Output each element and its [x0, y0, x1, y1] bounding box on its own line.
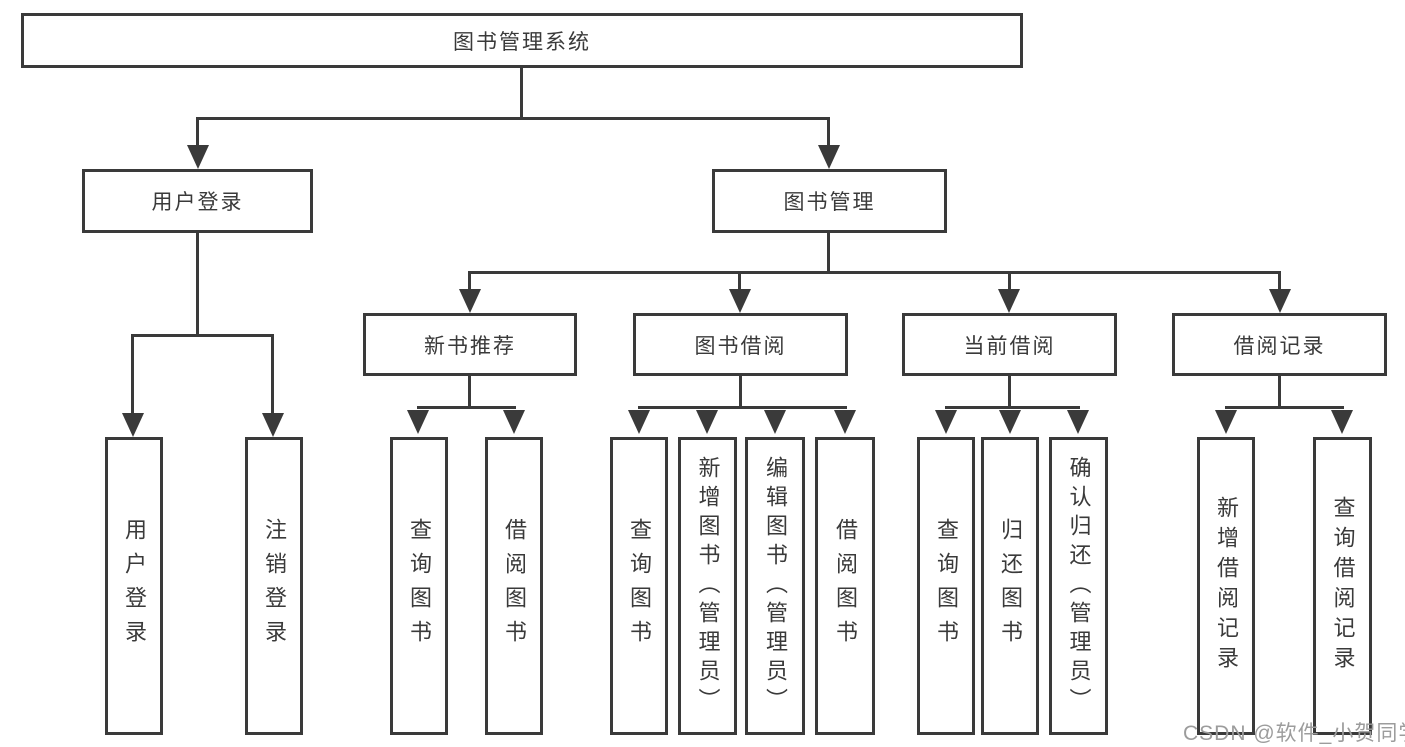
- arrowhead-down-icon: [935, 410, 957, 434]
- node-label: 图书管理系统: [453, 30, 591, 54]
- leaf-return-book: 归还图书: [981, 437, 1039, 735]
- arrowhead-down-icon: [1269, 289, 1291, 313]
- connector-drop-current-borrowing: [1008, 271, 1011, 292]
- arrowhead-down-icon: [122, 413, 144, 437]
- leaf-label: 查询图书: [627, 518, 652, 654]
- node-label: 用户登录: [151, 191, 244, 214]
- csdn-watermark: CSDN @软件_小贺同学: [1183, 722, 1405, 745]
- leaf-edit-book-admin: 编辑图书（管理员）: [745, 437, 805, 735]
- leaf-query-books-recommend: 查询图书: [390, 437, 448, 735]
- connector-drop-borrowing-records: [1278, 271, 1281, 292]
- node-borrowing-records: 借阅记录: [1172, 313, 1387, 376]
- arrowhead-down-icon: [503, 410, 525, 434]
- leaf-label: 新增图书（管理员）: [695, 455, 721, 717]
- connector-book-borrowing-branch: [638, 406, 847, 409]
- connector-book-borrowing-stem: [739, 376, 742, 409]
- connector-borrowing-records-branch: [1225, 406, 1344, 409]
- arrowhead-down-icon: [1215, 410, 1237, 434]
- connector-drop-new-book: [468, 271, 471, 292]
- arrowhead-down-icon: [628, 410, 650, 434]
- leaf-label: 借阅图书: [833, 518, 858, 654]
- node-current-borrowing: 当前借阅: [902, 313, 1117, 376]
- leaf-label: 查询图书: [407, 518, 432, 654]
- leaf-label: 用户登录: [122, 518, 147, 654]
- connector-level2-branch: [468, 271, 1281, 274]
- leaf-add-borrow-record: 新增借阅记录: [1197, 437, 1255, 735]
- arrowhead-down-icon: [764, 410, 786, 434]
- node-label: 借阅记录: [1233, 334, 1326, 358]
- node-label: 当前借阅: [963, 334, 1056, 358]
- leaf-label: 注销登录: [262, 518, 287, 654]
- leaf-label: 编辑图书（管理员）: [763, 455, 788, 717]
- leaf-query-books-current: 查询图书: [917, 437, 975, 735]
- arrowhead-down-icon: [1331, 410, 1353, 434]
- connector-user-login-stem: [196, 233, 199, 337]
- leaf-label: 查询图书: [934, 518, 959, 654]
- leaf-label: 查询借阅记录: [1330, 496, 1356, 676]
- leaf-confirm-return-admin: 确认归还（管理员）: [1049, 437, 1108, 735]
- arrowhead-down-icon: [459, 289, 481, 313]
- connector-current-borrowing-branch: [945, 406, 1080, 409]
- connector-user-login-branch: [131, 334, 274, 337]
- leaf-add-book-admin: 新增图书（管理员）: [678, 437, 737, 735]
- leaf-borrow-books-borrowing: 借阅图书: [815, 437, 875, 735]
- connector-drop-book-management: [827, 117, 830, 148]
- leaf-label: 新增借阅记录: [1214, 496, 1239, 676]
- node-new-book-recommendation: 新书推荐: [363, 313, 577, 376]
- leaf-query-borrow-record: 查询借阅记录: [1313, 437, 1372, 735]
- arrowhead-down-icon: [998, 289, 1020, 313]
- connector-drop-user-login: [196, 117, 199, 148]
- arrowhead-down-icon: [187, 145, 209, 169]
- arrowhead-down-icon: [1067, 410, 1089, 434]
- leaf-logout: 注销登录: [245, 437, 303, 735]
- node-user-login: 用户登录: [82, 169, 313, 233]
- connector-new-book-branch: [417, 406, 516, 409]
- leaf-label: 归还图书: [998, 518, 1023, 654]
- connector-root-stem: [520, 68, 523, 118]
- connector-drop-leaf-logout: [271, 334, 274, 416]
- arrowhead-down-icon: [262, 413, 284, 437]
- arrowhead-down-icon: [407, 410, 429, 434]
- leaf-user-login: 用户登录: [105, 437, 163, 735]
- arrowhead-down-icon: [818, 145, 840, 169]
- leaf-label: 借阅图书: [502, 518, 527, 654]
- connector-drop-leaf-user-login: [131, 334, 134, 416]
- node-label: 新书推荐: [424, 334, 516, 358]
- node-book-borrowing: 图书借阅: [633, 313, 848, 376]
- arrowhead-down-icon: [999, 410, 1021, 434]
- node-label: 图书借阅: [694, 334, 787, 358]
- node-book-management: 图书管理: [712, 169, 947, 233]
- arrowhead-down-icon: [729, 289, 751, 313]
- node-label: 图书管理: [783, 191, 876, 214]
- connector-level1-branch: [196, 117, 830, 120]
- leaf-borrow-books-recommend: 借阅图书: [485, 437, 543, 735]
- leaf-query-books-borrowing: 查询图书: [610, 437, 668, 735]
- connector-borrowing-records-stem: [1278, 376, 1281, 409]
- connector-current-borrowing-stem: [1008, 376, 1011, 409]
- arrowhead-down-icon: [696, 410, 718, 434]
- connector-book-management-stem: [827, 233, 830, 274]
- connector-new-book-stem: [468, 376, 471, 409]
- leaf-label: 确认归还（管理员）: [1066, 455, 1092, 717]
- connector-drop-book-borrowing: [738, 271, 741, 292]
- arrowhead-down-icon: [834, 410, 856, 434]
- node-library-management-system: 图书管理系统: [21, 13, 1023, 68]
